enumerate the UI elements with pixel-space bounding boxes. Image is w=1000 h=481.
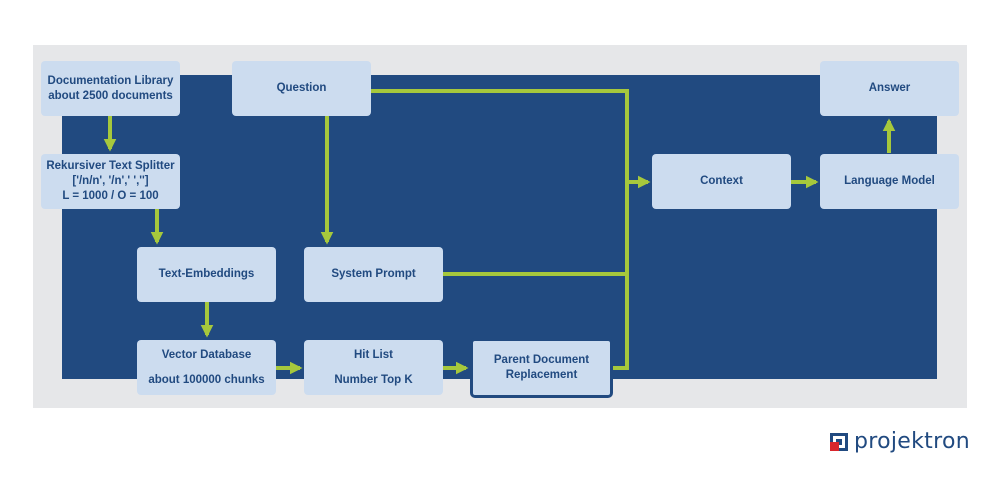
vector-database-box: Vector Database about 100000 chunks — [137, 340, 276, 395]
parent-document-box: Parent Document Replacement — [470, 338, 613, 398]
answer-label: Answer — [868, 82, 911, 94]
vector-database-title: Vector Database — [161, 348, 252, 361]
documentation-library-count: about 2500 documents — [48, 89, 173, 102]
projektron-logo-text: projektron — [854, 429, 970, 454]
hit-list-box: Hit List Number Top K — [304, 340, 443, 395]
system-prompt-box: System Prompt — [304, 247, 443, 302]
parent-document-subtitle: Replacement — [505, 369, 578, 381]
text-splitter-separators: ['/n/n', '/n',' ',''] — [72, 175, 149, 187]
vector-database-count: about 100000 chunks — [148, 373, 265, 386]
projektron-logo: projektron — [830, 429, 970, 454]
hit-list-topk: Number Top K — [334, 373, 413, 386]
projektron-logo-mark-icon — [830, 432, 848, 451]
text-splitter-params: L = 1000 / O = 100 — [62, 190, 159, 202]
language-model-box: Language Model — [820, 154, 959, 209]
system-prompt-label: System Prompt — [331, 268, 416, 280]
documentation-library-box: Documentation Library about 2500 documen… — [41, 61, 180, 116]
text-embeddings-label: Text-Embeddings — [158, 268, 255, 280]
text-splitter-title: Rekursiver Text Splitter — [46, 160, 175, 172]
context-label: Context — [700, 175, 743, 187]
text-embeddings-box: Text-Embeddings — [137, 247, 276, 302]
text-splitter-box: Rekursiver Text Splitter ['/n/n', '/n','… — [41, 154, 180, 209]
documentation-library-title: Documentation Library — [47, 74, 174, 87]
language-model-label: Language Model — [844, 175, 935, 187]
context-box: Context — [652, 154, 791, 209]
parent-document-title: Parent Document — [493, 354, 590, 366]
question-box: Question — [232, 61, 371, 116]
hit-list-title: Hit List — [354, 348, 393, 361]
diagram-panel — [62, 75, 937, 379]
question-label: Question — [276, 82, 327, 94]
answer-box: Answer — [820, 61, 959, 116]
